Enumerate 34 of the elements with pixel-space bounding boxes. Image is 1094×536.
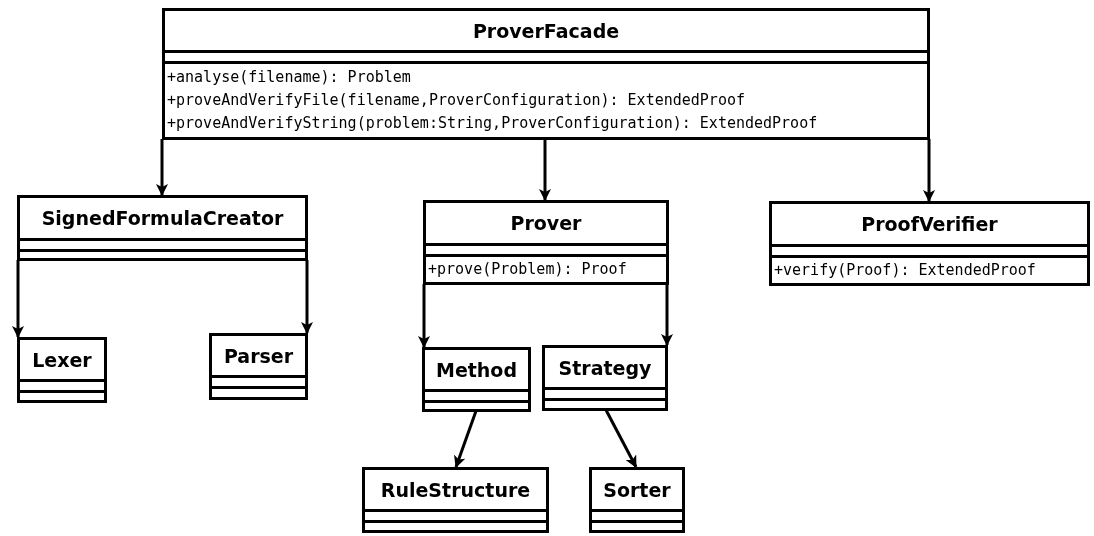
class-box bbox=[769, 201, 1090, 286]
class-name: Parser bbox=[223, 344, 294, 367]
class-box bbox=[589, 467, 685, 533]
class-box bbox=[362, 467, 549, 533]
arrow bbox=[539, 139, 551, 201]
class-box bbox=[17, 337, 107, 403]
class-box bbox=[423, 200, 669, 285]
arrow bbox=[661, 284, 673, 346]
class-name: ProverFacade bbox=[472, 19, 620, 42]
arrow bbox=[12, 260, 24, 338]
class-box bbox=[209, 333, 308, 400]
class-name: Sorter bbox=[603, 478, 671, 501]
class-name: Lexer bbox=[32, 348, 92, 371]
arrow bbox=[156, 139, 168, 196]
class-box bbox=[542, 345, 668, 411]
class-name: Method bbox=[435, 358, 518, 381]
method-signature: +prove(Problem): Proof bbox=[428, 259, 628, 280]
arrow bbox=[923, 139, 935, 202]
class-box bbox=[422, 347, 531, 412]
class-name: Prover bbox=[510, 212, 582, 234]
arrow bbox=[454, 410, 478, 468]
arrow bbox=[301, 260, 313, 334]
arrow bbox=[604, 409, 638, 468]
class-box bbox=[17, 195, 308, 261]
class-name: Strategy bbox=[558, 356, 652, 379]
method-signature: +verify(Proof): ExtendedProof bbox=[774, 260, 1037, 281]
class-name: SignedFormulaCreator bbox=[41, 207, 284, 229]
method-signature: +proveAndVerifyString(problem:String,ProverConfiguration): ExtendedProof bbox=[167, 113, 819, 134]
arrow bbox=[418, 284, 430, 348]
class-box bbox=[162, 8, 930, 140]
class-name: RuleStructure bbox=[380, 478, 531, 501]
class-name: ProofVerifier bbox=[861, 213, 998, 235]
method-signature: +analyse(filename): Problem bbox=[167, 67, 412, 88]
method-signature: +proveAndVerifyFile(filename,ProverConfiguration): ExtendedProof bbox=[167, 90, 746, 111]
